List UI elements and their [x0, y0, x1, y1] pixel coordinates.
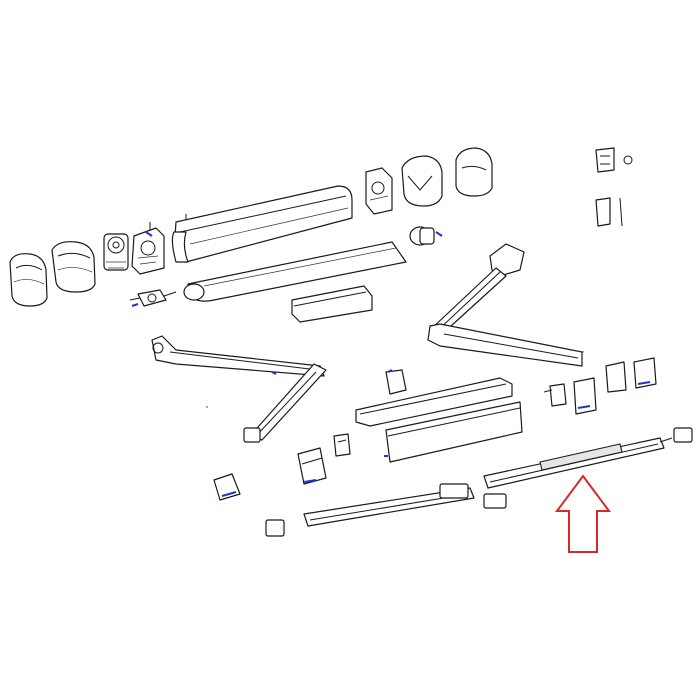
end-fitting-right — [673, 427, 693, 443]
valance-panel — [384, 401, 523, 463]
tension-rail-left — [303, 483, 475, 527]
folding-arm-left — [151, 335, 327, 443]
gear-mechanism-left — [131, 222, 165, 275]
motor-bracket — [365, 167, 393, 215]
bracket-center-mid — [333, 433, 351, 457]
callout-arrow — [555, 474, 611, 553]
end-cap-right-1 — [401, 155, 443, 207]
bracket-right-1 — [543, 383, 567, 407]
fabric-roller — [183, 241, 407, 302]
gear-housing-left — [103, 233, 129, 271]
wall-bracket-small — [595, 147, 633, 173]
end-fitting-left — [265, 519, 285, 537]
bracket-right-4 — [633, 357, 657, 389]
bracket-right-3 — [605, 361, 627, 393]
folding-arm-right — [427, 243, 585, 367]
crank-shaft-left — [129, 289, 177, 307]
end-cap-left-1 — [9, 253, 48, 307]
roller-end-cap — [409, 226, 443, 246]
bracket-lower-left-1 — [213, 473, 241, 501]
end-cap-right-2 — [455, 147, 493, 197]
stray-dot — [206, 406, 208, 408]
end-cap-left-2 — [51, 241, 96, 293]
tension-rail-highlighted — [483, 437, 673, 509]
front-profile-upper — [355, 377, 513, 427]
bracket-lower-left-2 — [297, 447, 327, 485]
lead-rail-short — [291, 285, 373, 323]
cassette-housing — [171, 185, 353, 263]
spring-clip — [595, 197, 623, 227]
bracket-center-top — [385, 369, 407, 395]
bracket-right-2 — [573, 377, 597, 415]
